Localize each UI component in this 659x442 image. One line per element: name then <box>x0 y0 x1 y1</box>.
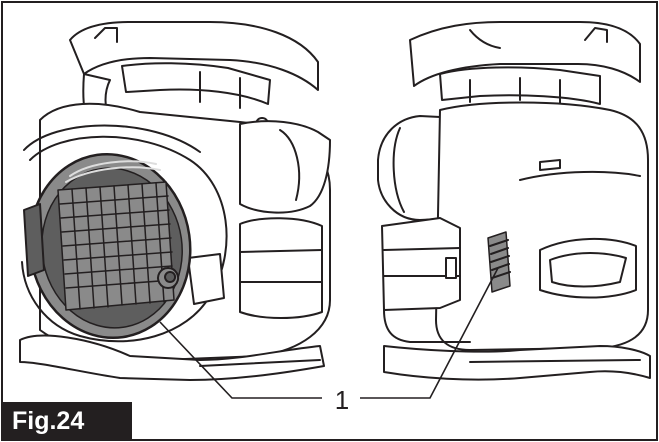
right-handle <box>409 21 641 87</box>
callout-leaders <box>159 267 499 399</box>
left-outlet-tube <box>239 120 331 214</box>
callout-leader-left <box>159 321 322 399</box>
left-blower-illustration <box>19 21 331 381</box>
right-vent-slots <box>487 231 511 293</box>
right-blower-illustration <box>377 21 651 381</box>
left-handle <box>69 21 319 91</box>
right-body <box>435 101 649 351</box>
callout-leader-right <box>360 267 499 399</box>
figure-label: Fig.24 <box>2 402 132 440</box>
left-vent-grille <box>57 181 175 311</box>
callout-number: 1 <box>334 385 350 415</box>
